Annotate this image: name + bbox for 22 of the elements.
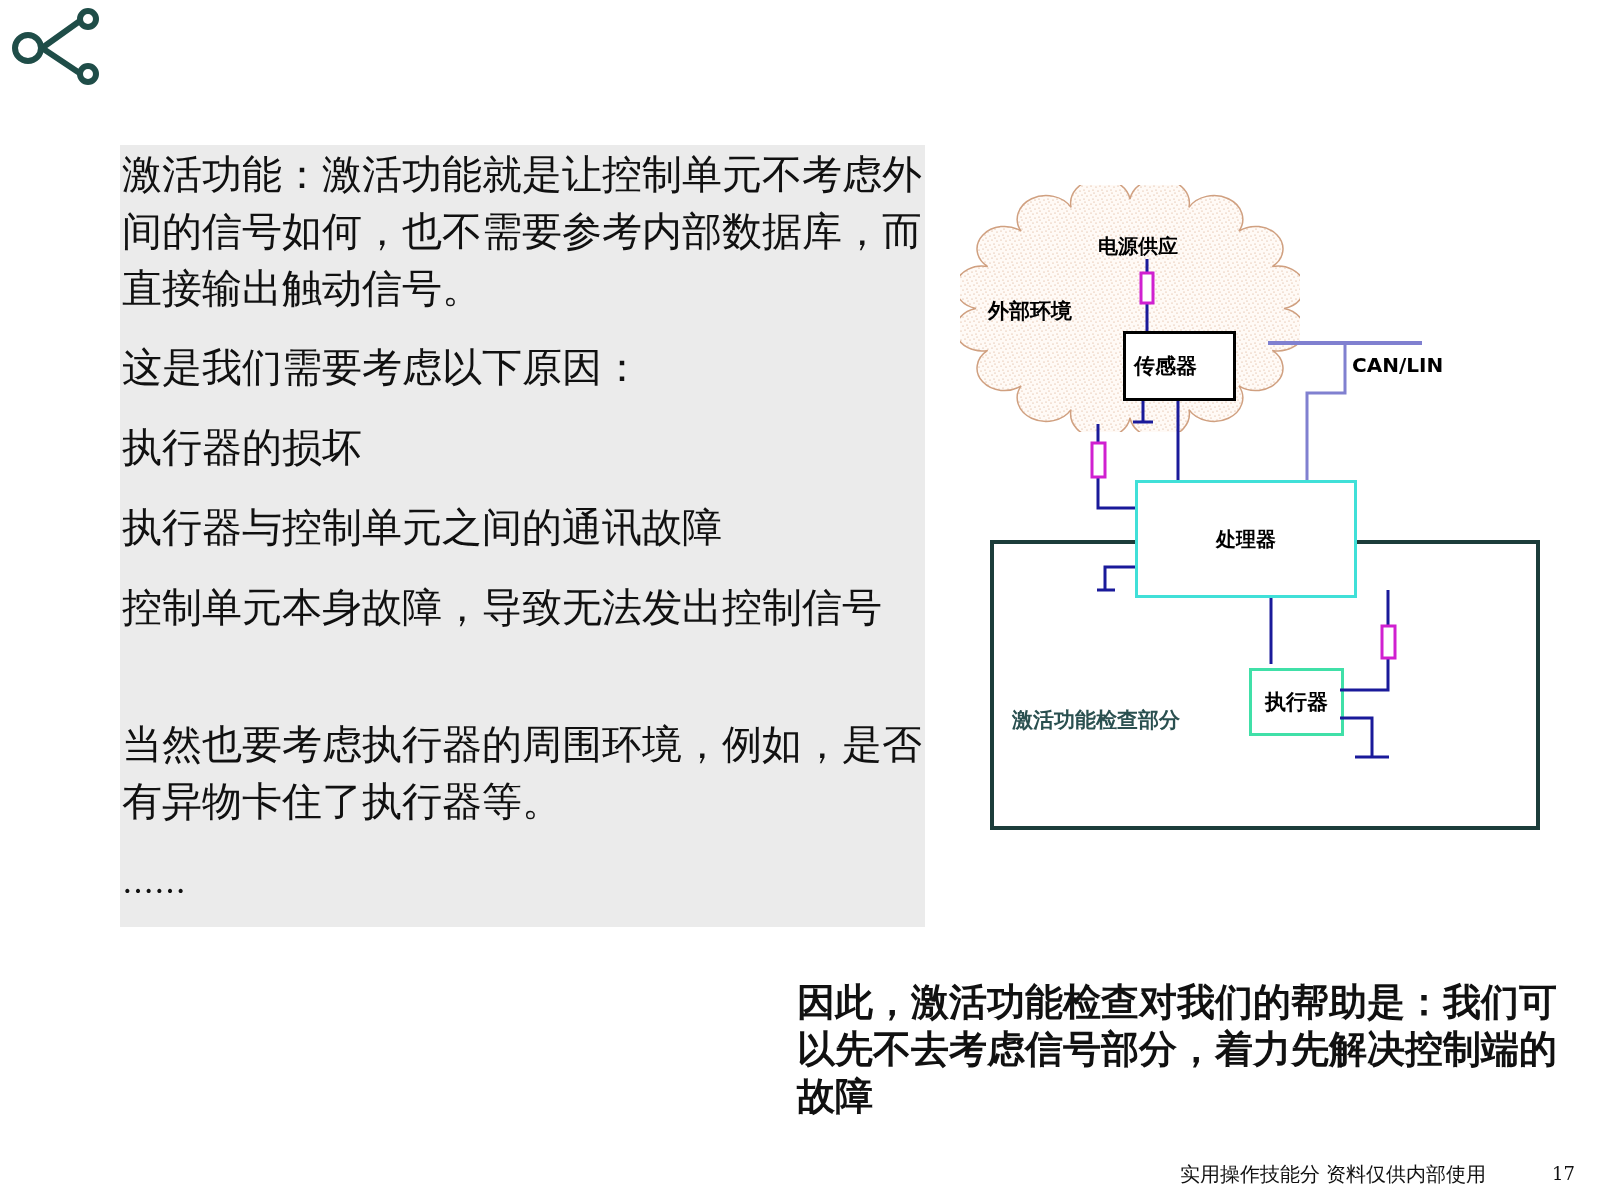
- paragraph: 激活功能：激活功能就是让控制单元不考虑外间的信号如何，也不需要参考内部数据库，而直接输出触动信号。: [122, 150, 923, 313]
- section-label: 激活功能检查部分: [1012, 706, 1180, 734]
- wire: [1305, 345, 1347, 480]
- paragraph: 控制单元本身故障，导致无法发出控制信号: [122, 583, 883, 632]
- paragraph: 当然也要考虑执行器的周围环境，例如，是否有异物卡住了执行器等。: [122, 720, 923, 826]
- paragraph: 因此，激活功能检查对我们的帮助是：我们可以先不去考虑信号部分，着力先解决控制端的故障: [797, 978, 1558, 1119]
- paragraph: 执行器的损坏: [122, 423, 363, 472]
- paragraph: ……: [122, 862, 187, 902]
- paragraph: 执行器与控制单元之间的通讯故障: [122, 503, 723, 552]
- wire: [1269, 598, 1273, 664]
- processor-box: 处理器: [1135, 480, 1357, 598]
- footer-note: 实用操作技能分 资料仅供内部使用: [1180, 1161, 1488, 1187]
- sensor-box: 传感器: [1123, 331, 1236, 401]
- paragraph: 这是我们需要考虑以下原因：: [122, 343, 643, 392]
- wire: [1176, 401, 1180, 480]
- cloud-shape: [960, 185, 1300, 432]
- bus-label: CAN/LIN: [1352, 353, 1444, 377]
- bus-bar: [1268, 341, 1422, 345]
- supply-label: 电源供应: [1098, 233, 1198, 259]
- page-number: 17: [1552, 1162, 1576, 1186]
- cloud-label: 外部环境: [988, 297, 1072, 325]
- actuator-box: 执行器: [1249, 668, 1344, 736]
